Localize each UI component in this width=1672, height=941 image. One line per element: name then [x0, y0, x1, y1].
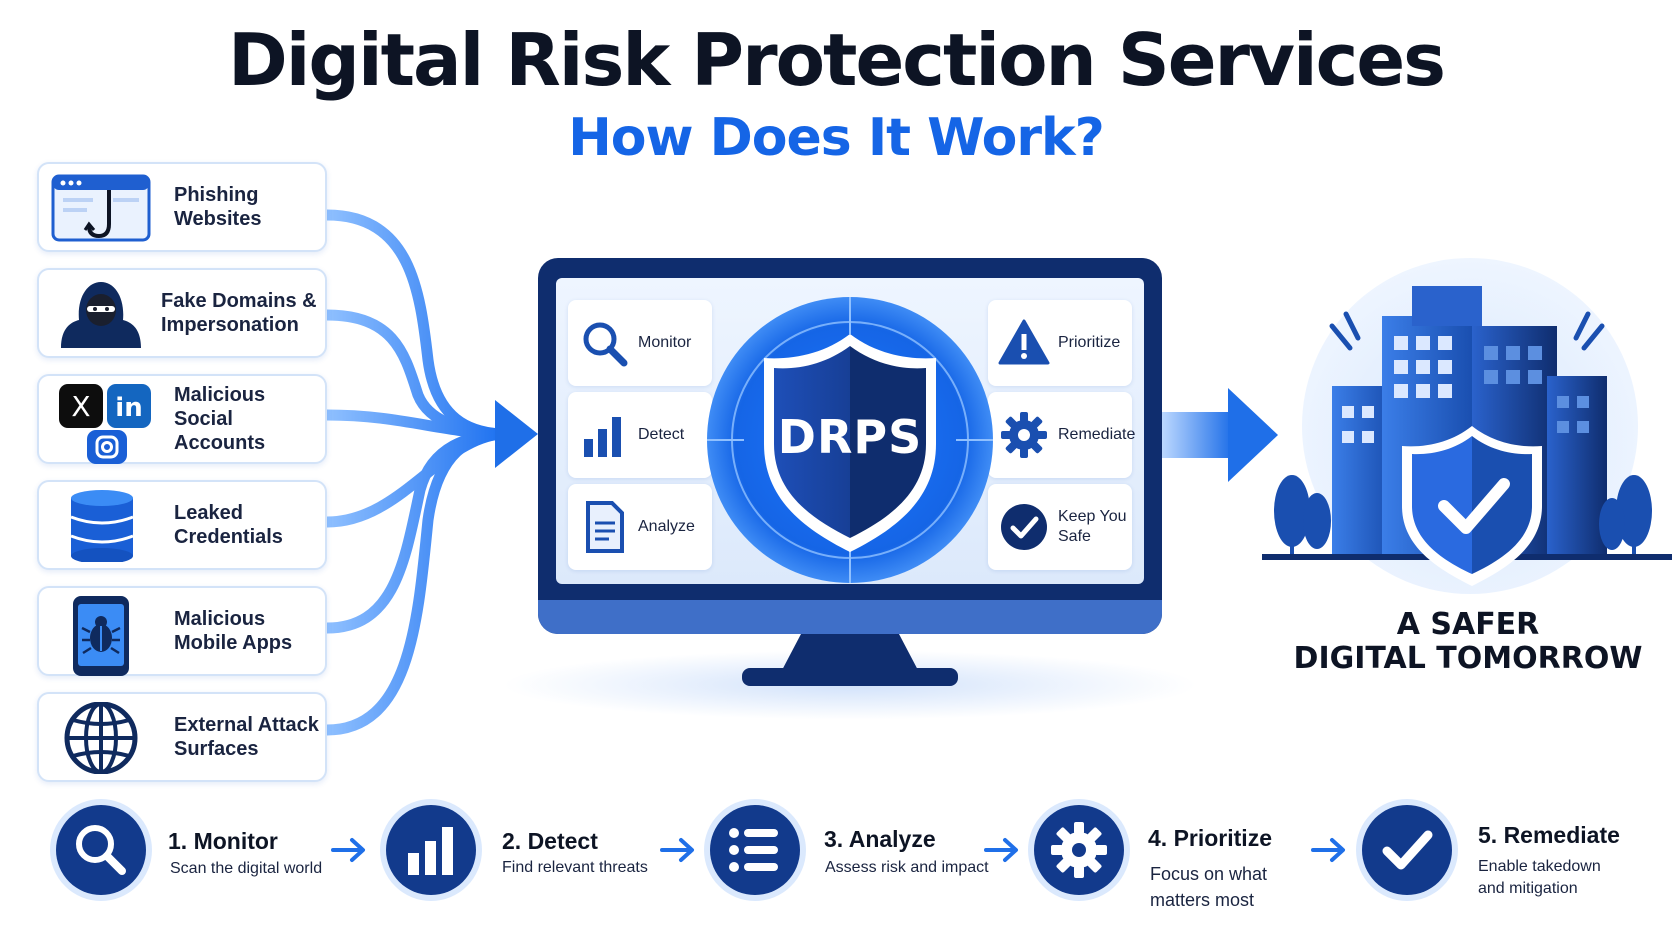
outcome-line-2: DIGITAL TOMORROW — [1293, 641, 1643, 676]
step-2-desc: Find relevant threats — [502, 859, 648, 876]
source-card-mobile: Malicious Mobile Apps — [37, 586, 327, 676]
step-4-title: 4. Prioritize — [1148, 825, 1272, 851]
x-logo-letter: X — [71, 390, 90, 423]
step-5-check-icon — [1356, 799, 1458, 901]
step-1-title: 1. Monitor — [168, 828, 278, 854]
page-title: Digital Risk Protection Services — [227, 18, 1446, 102]
step-2-title: 2. Detect — [502, 828, 598, 854]
bar-chart-icon — [584, 417, 621, 457]
phishing-hook-icon — [51, 172, 151, 244]
page-subtitle: How Does It Work? — [568, 108, 1105, 168]
screen-item-detect: Detect — [568, 392, 712, 478]
step-4-desc: Focus on what matters most — [1150, 864, 1268, 910]
connector-phishing — [321, 209, 506, 440]
drps-label: DRPS — [777, 410, 923, 464]
mobile-bug-icon — [51, 596, 151, 676]
step-arrow-3 — [984, 838, 1018, 862]
step-arrow-1 — [331, 838, 365, 862]
source-label: Malicious Social Accounts — [174, 384, 266, 454]
step-3-list-icon — [704, 799, 806, 901]
step-3-title: 3. Analyze — [824, 826, 936, 852]
source-card-social: X in Malicious Social Accounts — [37, 374, 327, 464]
step-4-gear-icon — [1028, 799, 1130, 901]
monitor-neck — [780, 634, 920, 674]
check-circle-icon — [1001, 504, 1047, 550]
step-5-title: 5. Remediate — [1478, 822, 1620, 848]
source-card-attack-surfaces: External Attack Surfaces — [37, 692, 327, 782]
screen-item-label: Monitor — [638, 334, 692, 351]
screen-item-label: Keep You Safe — [1058, 508, 1127, 545]
step-arrow-2 — [660, 838, 694, 862]
merge-arrowhead — [495, 400, 538, 468]
source-label: Malicious Mobile Apps — [174, 608, 293, 654]
step-1-magnifier-icon — [50, 799, 152, 901]
connector-mobile — [321, 428, 506, 634]
drps-shield-icon — [707, 297, 993, 583]
step-arrow-4 — [1311, 838, 1345, 862]
magnifier-icon — [583, 322, 628, 367]
source-label: Phishing Websites — [174, 184, 262, 230]
monitor-chin — [538, 600, 1162, 634]
source-label: Fake Domains & Impersonation — [161, 290, 317, 336]
screen-item-label: Analyze — [638, 518, 695, 535]
outcome-caption: A SAFER DIGITAL TOMORROW — [1258, 608, 1672, 676]
source-label: Leaked Credentials — [174, 502, 283, 548]
step-2-bar-chart-icon — [380, 799, 482, 901]
globe-icon — [51, 701, 151, 775]
linkedin-logo-letters: in — [115, 393, 142, 423]
screen-item-label: Detect — [638, 426, 685, 443]
source-card-leaked: Leaked Credentials — [37, 480, 327, 570]
hooded-hacker-icon — [51, 278, 151, 350]
outcome-line-1: A SAFER — [1396, 607, 1540, 642]
source-card-fake-domains: Fake Domains & Impersonation — [37, 268, 327, 358]
screen-item-label: Remediate — [1058, 426, 1136, 443]
shielded-building-icon — [1262, 258, 1672, 594]
database-icon — [51, 490, 151, 564]
screen-item-remediate: Remediate — [988, 392, 1136, 478]
gear-icon — [1001, 412, 1047, 458]
screen-item-label: Prioritize — [1058, 334, 1121, 351]
screen-item-analyze: Analyze — [568, 484, 712, 570]
warning-icon — [998, 319, 1050, 365]
social-media-icons: X in — [51, 384, 151, 464]
outcome-arrow — [1162, 388, 1278, 482]
screen-item-prioritize: Prioritize — [988, 300, 1132, 386]
step-3-desc: Assess risk and impact — [825, 859, 989, 876]
screen-item-monitor: Monitor — [568, 300, 712, 386]
connector-attack-surfaces — [321, 428, 506, 736]
step-1-desc: Scan the digital world — [170, 860, 323, 877]
screen-item-keep-safe: Keep You Safe — [988, 484, 1132, 570]
source-label: External Attack Surfaces — [174, 714, 319, 760]
step-5-desc: Enable takedown and mitigation — [1478, 858, 1601, 897]
monitor-base — [742, 668, 958, 686]
document-icon — [586, 501, 624, 553]
source-card-phishing: Phishing Websites — [37, 162, 327, 252]
